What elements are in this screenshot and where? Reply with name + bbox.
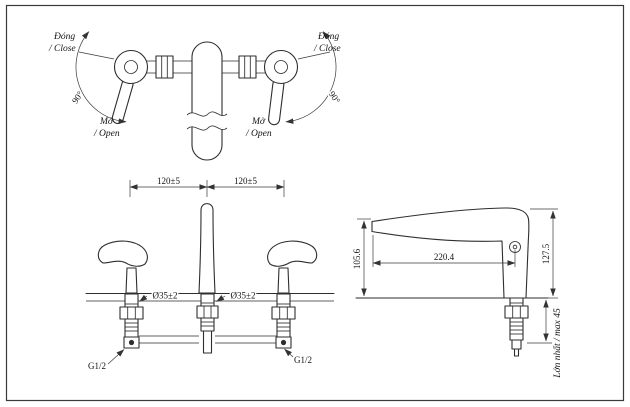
right-lock-nut [271,306,296,320]
left-hex-nut [155,55,174,79]
center-shank-threads [201,302,214,327]
left-close-label: Đóng [53,32,75,42]
break-line-lower [186,125,228,131]
break-line-upper [186,111,228,117]
right-open-sublabel: / Open [245,129,272,139]
center-shank-assembly [196,293,219,354]
right-valve-dot [280,339,287,346]
right-close-label: Đóng [317,32,339,42]
left-open-sublabel: / Open [93,129,120,139]
spout-body-top [191,41,223,161]
front-dimensions: 120±5 120±5 [129,175,285,197]
dim-120-left: 120±5 [157,176,180,186]
thread-left-label: G1/2 [88,361,106,371]
left-close-sublabel: / Close [48,44,76,54]
g12-left-leader [107,349,125,365]
right-close-sublabel: / Close [313,44,341,54]
left-handle-lever-front [97,240,148,267]
side-shank-assembly [504,297,529,357]
dia-right-leader [216,295,226,302]
right-hex-nut [238,55,257,79]
dim-total-height-label: 127.5 [541,243,551,264]
dim-120-right: 120±5 [234,176,257,186]
left-lock-nut [119,306,144,320]
right-shank-assembly [271,293,296,349]
side-lock-nut [504,305,529,319]
g12-right-leader [284,348,294,358]
right-close-leader [297,51,331,60]
spout-profile-side [371,207,530,299]
left-handle-base-front [125,267,138,294]
left-open-label: Mở [99,117,114,127]
right-handle-knob [263,49,299,85]
left-valve-dot [128,339,135,346]
break-mask [187,111,227,131]
side-view: 105.6 220.4 127.5 Lớn nhất / max 45 [351,207,565,380]
left-rotation-arc [75,31,127,124]
left-shank-threads [125,303,138,332]
dim-max-deck-label: Lớn nhất / max 45 [552,308,563,379]
center-lock-nut [196,305,219,319]
center-tailpiece [202,330,213,354]
side-tail-fitting [511,339,522,350]
left-shank-assembly [119,293,144,349]
handle-screw-center [512,244,518,250]
spout-column-front [198,203,216,294]
dim-reach-label: 220.4 [434,252,455,262]
left-handle-knob [113,49,149,85]
right-shank-threads [277,303,290,332]
hole-dia-right-label: Ø35±2 [231,291,256,301]
side-tail-pipe [513,348,520,357]
hole-dia-left-label: Ø35±2 [153,291,178,301]
right-handle-base-front [277,267,290,294]
front-view: 120±5 120±5 [85,175,335,373]
right-rotation-arc [285,31,337,124]
right-open-label: Mở [251,117,266,127]
supply-pipes [139,335,277,344]
dim-spout-height-label: 105.6 [352,248,362,269]
right-handle-lever-front [267,240,318,267]
thread-right-label: G1/2 [294,355,312,365]
drawing-border [5,4,625,402]
side-shank-threads [510,302,523,335]
left-close-leader [78,51,115,60]
dia-left-leader [139,294,148,302]
